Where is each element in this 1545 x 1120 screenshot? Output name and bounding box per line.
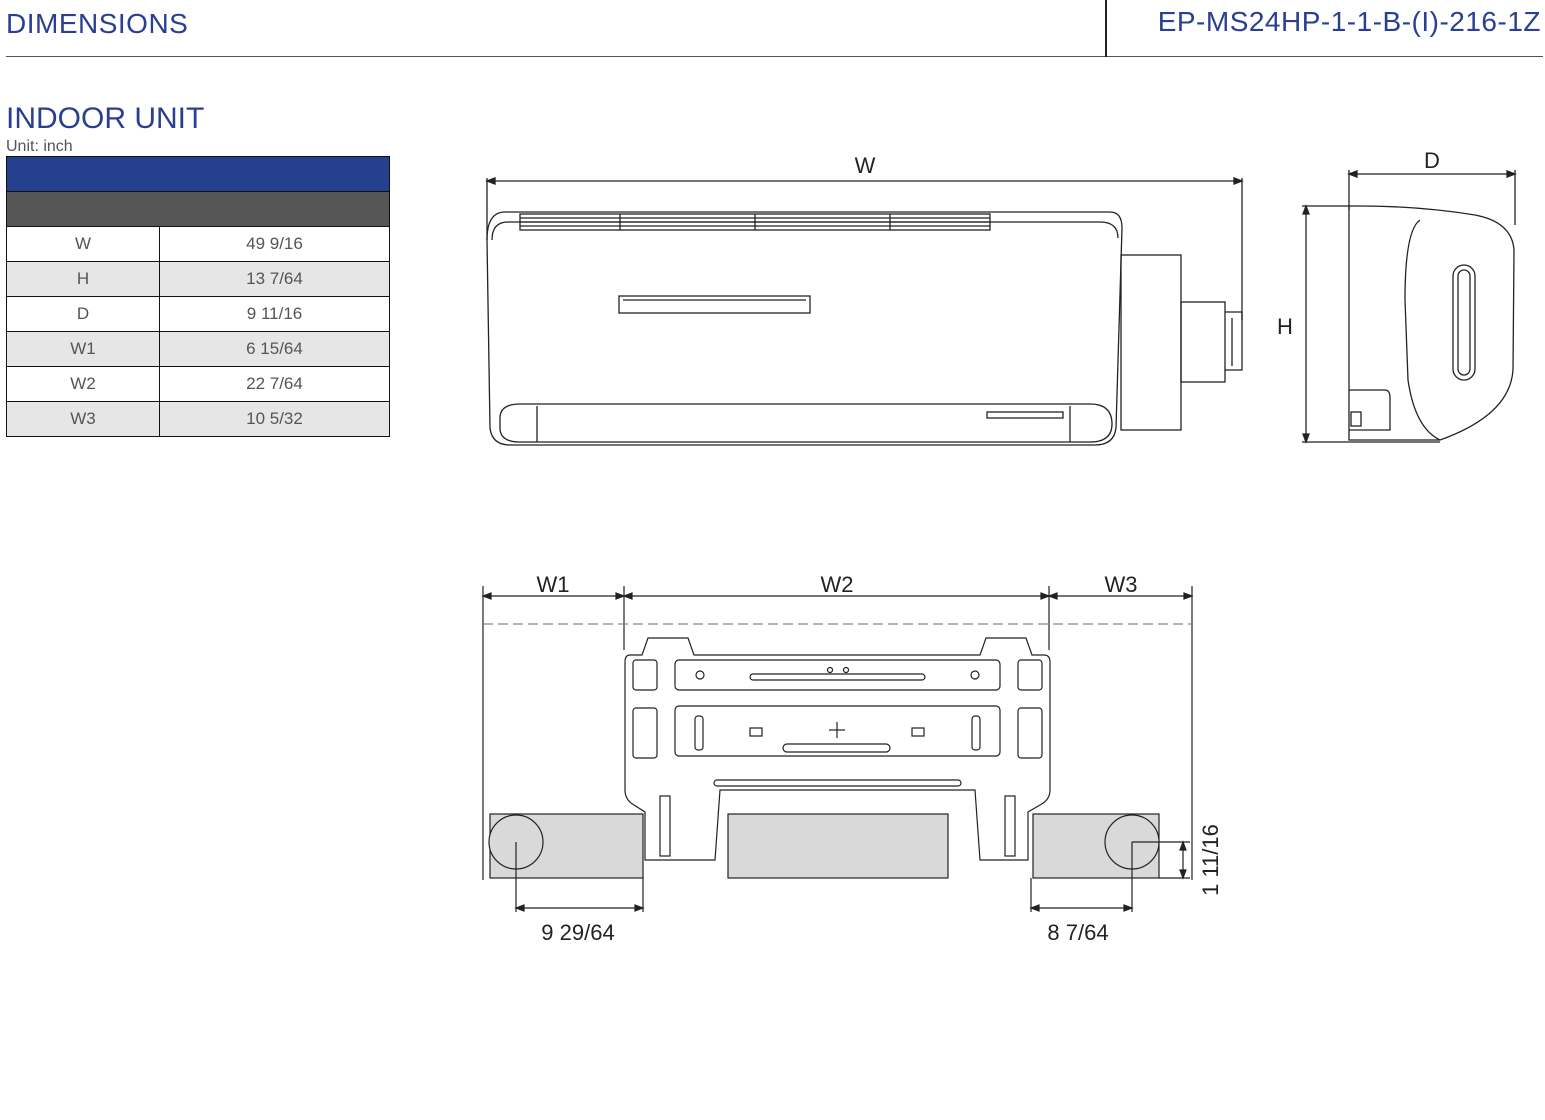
bracket-view	[481, 586, 1194, 880]
row-label: D	[6, 296, 160, 332]
h-dimension-label: H	[1277, 314, 1293, 339]
table-banner	[6, 156, 390, 192]
d-dimension-label: D	[1424, 148, 1440, 173]
row-value: 10 5/32	[159, 401, 390, 437]
w-dimension-label: W	[855, 153, 876, 178]
hole-dimensions	[514, 840, 1190, 912]
w3-dimension-label: W3	[1105, 572, 1138, 597]
row-label: W2	[6, 366, 160, 402]
model-number: EP-MS24HP-1-1-B-(I)-216-1Z	[1157, 6, 1541, 37]
row-label: W1	[6, 331, 160, 367]
row-value: 13 7/64	[159, 261, 390, 297]
header-divider	[6, 56, 1543, 57]
side-view	[1302, 170, 1517, 444]
left-hole-dimension-label: 9 29/64	[541, 920, 614, 945]
row-value: 49 9/16	[159, 226, 390, 262]
row-label: H	[6, 261, 160, 297]
section-title: INDOOR UNIT	[6, 102, 205, 135]
table-heading: DIMENSIONS	[6, 191, 390, 227]
header-separator	[1105, 0, 1107, 57]
hole-height-dimension-label: 1 11/16	[1198, 824, 1223, 896]
w1-dimension-label: W1	[537, 572, 570, 597]
row-label: W	[6, 226, 160, 262]
row-value: 9 11/16	[159, 296, 390, 332]
row-value: 6 15/64	[159, 331, 390, 367]
front-view	[485, 177, 1244, 446]
row-value: 22 7/64	[159, 366, 390, 402]
right-hole-dimension-label: 8 7/64	[1047, 920, 1108, 945]
header-title: DIMENSIONS	[6, 8, 189, 39]
table-header: DIMENSIONS	[6, 191, 390, 227]
unit-label: Unit: inch	[6, 138, 73, 155]
w2-dimension-label: W2	[821, 572, 854, 597]
